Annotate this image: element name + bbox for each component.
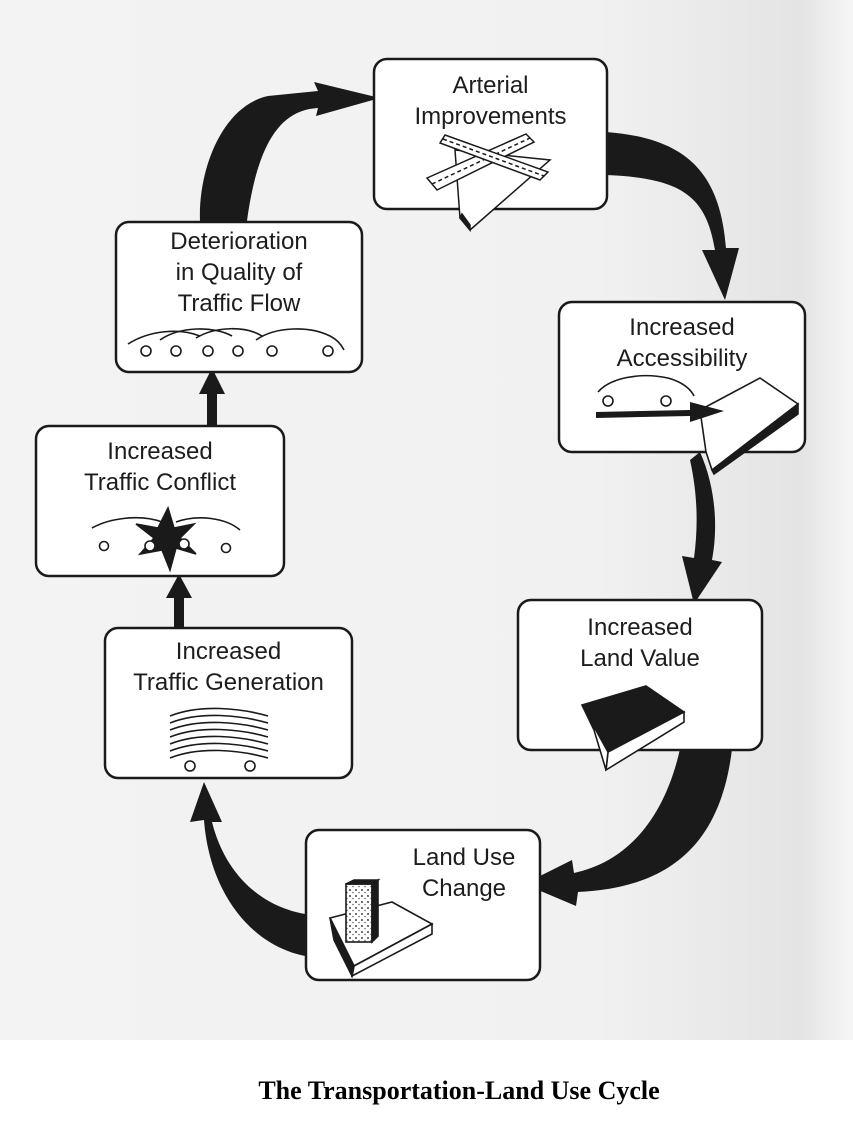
label-increased-accessibility: Increased Accessibility: [616, 314, 748, 372]
label-deterioration-traffic-flow: Deterioration in Quality of Traffic Flow: [170, 228, 308, 317]
traffic-lines-icon: [169, 707, 269, 772]
box-increased-traffic-generation: [103, 626, 354, 780]
arrow-land-value-to-land-use: [524, 749, 732, 906]
dark-land-parcel-icon: [580, 685, 686, 772]
crossing-roads-icon: [425, 133, 552, 233]
arrow-deterioration-to-arterial: [199, 82, 380, 221]
arrow-conflict-to-deterioration: [199, 368, 225, 425]
car-collision-icon: [91, 505, 241, 573]
box-increased-traffic-conflict: [34, 424, 286, 578]
arrow-accessibility-to-land-value: [682, 452, 722, 604]
car-queue-icon: [127, 327, 345, 357]
building-on-land-icon: [328, 878, 434, 979]
label-increased-traffic-generation: Increased Traffic Generation: [133, 638, 324, 696]
arrow-traffic-generation-to-conflict: [166, 574, 192, 627]
arrow-land-use-to-traffic-generation: [190, 782, 328, 958]
label-arterial-improvements: Arterial Improvements: [414, 72, 567, 130]
box-deterioration-traffic-flow: [114, 220, 364, 374]
car-arrow-land-icon: [596, 374, 800, 476]
figure-caption: The Transportation-Land Use Cycle: [258, 1076, 660, 1105]
label-increased-traffic-conflict: Increased Traffic Conflict: [83, 438, 237, 496]
label-land-use-change: Land Use Change: [412, 844, 516, 902]
label-increased-land-value: Increased Land Value: [580, 614, 700, 672]
cycle-diagram: [34, 57, 807, 982]
arrow-arterial-to-accessibility: [606, 132, 739, 300]
